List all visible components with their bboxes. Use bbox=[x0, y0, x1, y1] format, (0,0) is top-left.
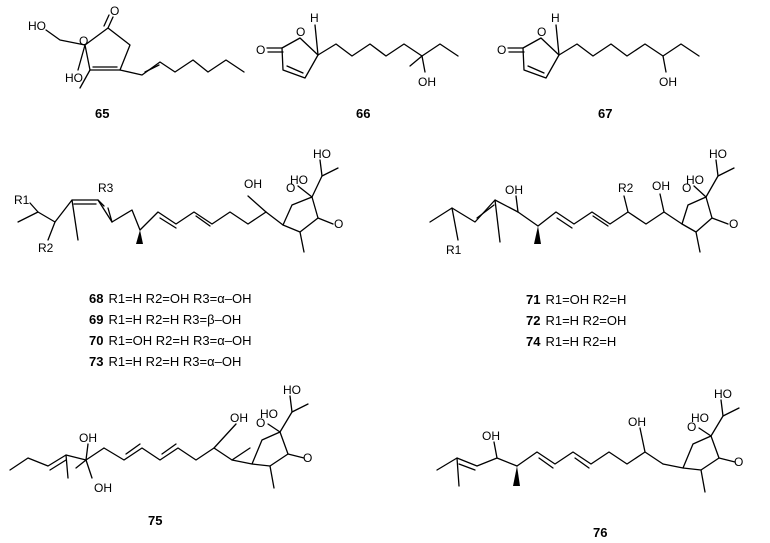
hydroxy-label-71a: OH bbox=[505, 183, 523, 197]
ring-oxygen-67: O bbox=[537, 25, 546, 39]
hydroxy-label-75b: OH bbox=[94, 481, 112, 495]
hydroxy-label-75a: OH bbox=[79, 431, 97, 445]
hydroxy-label-65b: HO bbox=[65, 71, 83, 85]
hydroxy-label-71c: HO bbox=[686, 173, 704, 187]
carbonyl-oxygen-71: O bbox=[729, 217, 738, 231]
compound-number-65: 65 bbox=[95, 106, 109, 121]
r1-label-71: R1 bbox=[446, 243, 462, 257]
ring-oxygen-76: O bbox=[687, 420, 696, 434]
hydrogen-label-67: H bbox=[551, 11, 560, 25]
carbonyl-oxygen-68: O bbox=[334, 217, 343, 231]
structure-66: O O H OH 66 bbox=[256, 11, 459, 121]
r2-label-71: R2 bbox=[618, 181, 634, 195]
hydroxy-label-76b: OH bbox=[628, 415, 646, 429]
carbonyl-oxygen-65: O bbox=[110, 4, 119, 18]
hydroxy-label-71b: OH bbox=[652, 179, 670, 193]
structure-65: O O HO HO 65 bbox=[28, 4, 245, 121]
structure-67: O O H OH 67 bbox=[497, 11, 700, 121]
ring-oxygen-75: O bbox=[256, 416, 265, 430]
carbonyl-oxygen-66: O bbox=[256, 43, 265, 57]
r1-label-68: R1 bbox=[14, 193, 30, 207]
compound-number-66: 66 bbox=[356, 106, 370, 121]
hydroxy-label-66: OH bbox=[418, 75, 436, 89]
hydroxy-label-68b: HO bbox=[290, 173, 308, 187]
hydroxy-label-68a: OH bbox=[244, 177, 262, 191]
structure-75: OH OH OH O O HO HO 75 bbox=[9, 383, 312, 528]
compound-number-75: 75 bbox=[148, 513, 162, 528]
hydroxy-label-71d: HO bbox=[709, 147, 727, 161]
hydroxy-label-76d: HO bbox=[714, 387, 732, 401]
ring-oxygen-66: O bbox=[296, 25, 305, 39]
structure-76: OH OH O O HO HO 76 bbox=[436, 387, 743, 540]
carbonyl-oxygen-76: O bbox=[734, 455, 743, 469]
compound-number-76: 76 bbox=[593, 525, 607, 540]
hydroxy-label-76c: HO bbox=[691, 411, 709, 425]
ring-oxygen-65: O bbox=[79, 34, 88, 48]
hydroxy-label-68c: HO bbox=[313, 147, 331, 161]
r3-label-68: R3 bbox=[98, 181, 114, 195]
ring-oxygen-71: O bbox=[682, 181, 691, 195]
carbonyl-oxygen-75: O bbox=[303, 451, 312, 465]
hydroxy-label-65a: HO bbox=[28, 19, 46, 33]
r2-label-68: R2 bbox=[38, 241, 54, 255]
hydroxy-label-76a: OH bbox=[482, 429, 500, 443]
ring-oxygen-68: O bbox=[286, 181, 295, 195]
carbonyl-oxygen-67: O bbox=[497, 43, 506, 57]
hydroxy-label-75e: HO bbox=[283, 383, 301, 397]
hydroxy-label-75c: OH bbox=[230, 411, 248, 425]
hydroxy-label-75d: HO bbox=[260, 407, 278, 421]
hydrogen-label-66: H bbox=[310, 11, 319, 25]
hydroxy-label-67: OH bbox=[659, 75, 677, 89]
compound-number-67: 67 bbox=[598, 106, 612, 121]
